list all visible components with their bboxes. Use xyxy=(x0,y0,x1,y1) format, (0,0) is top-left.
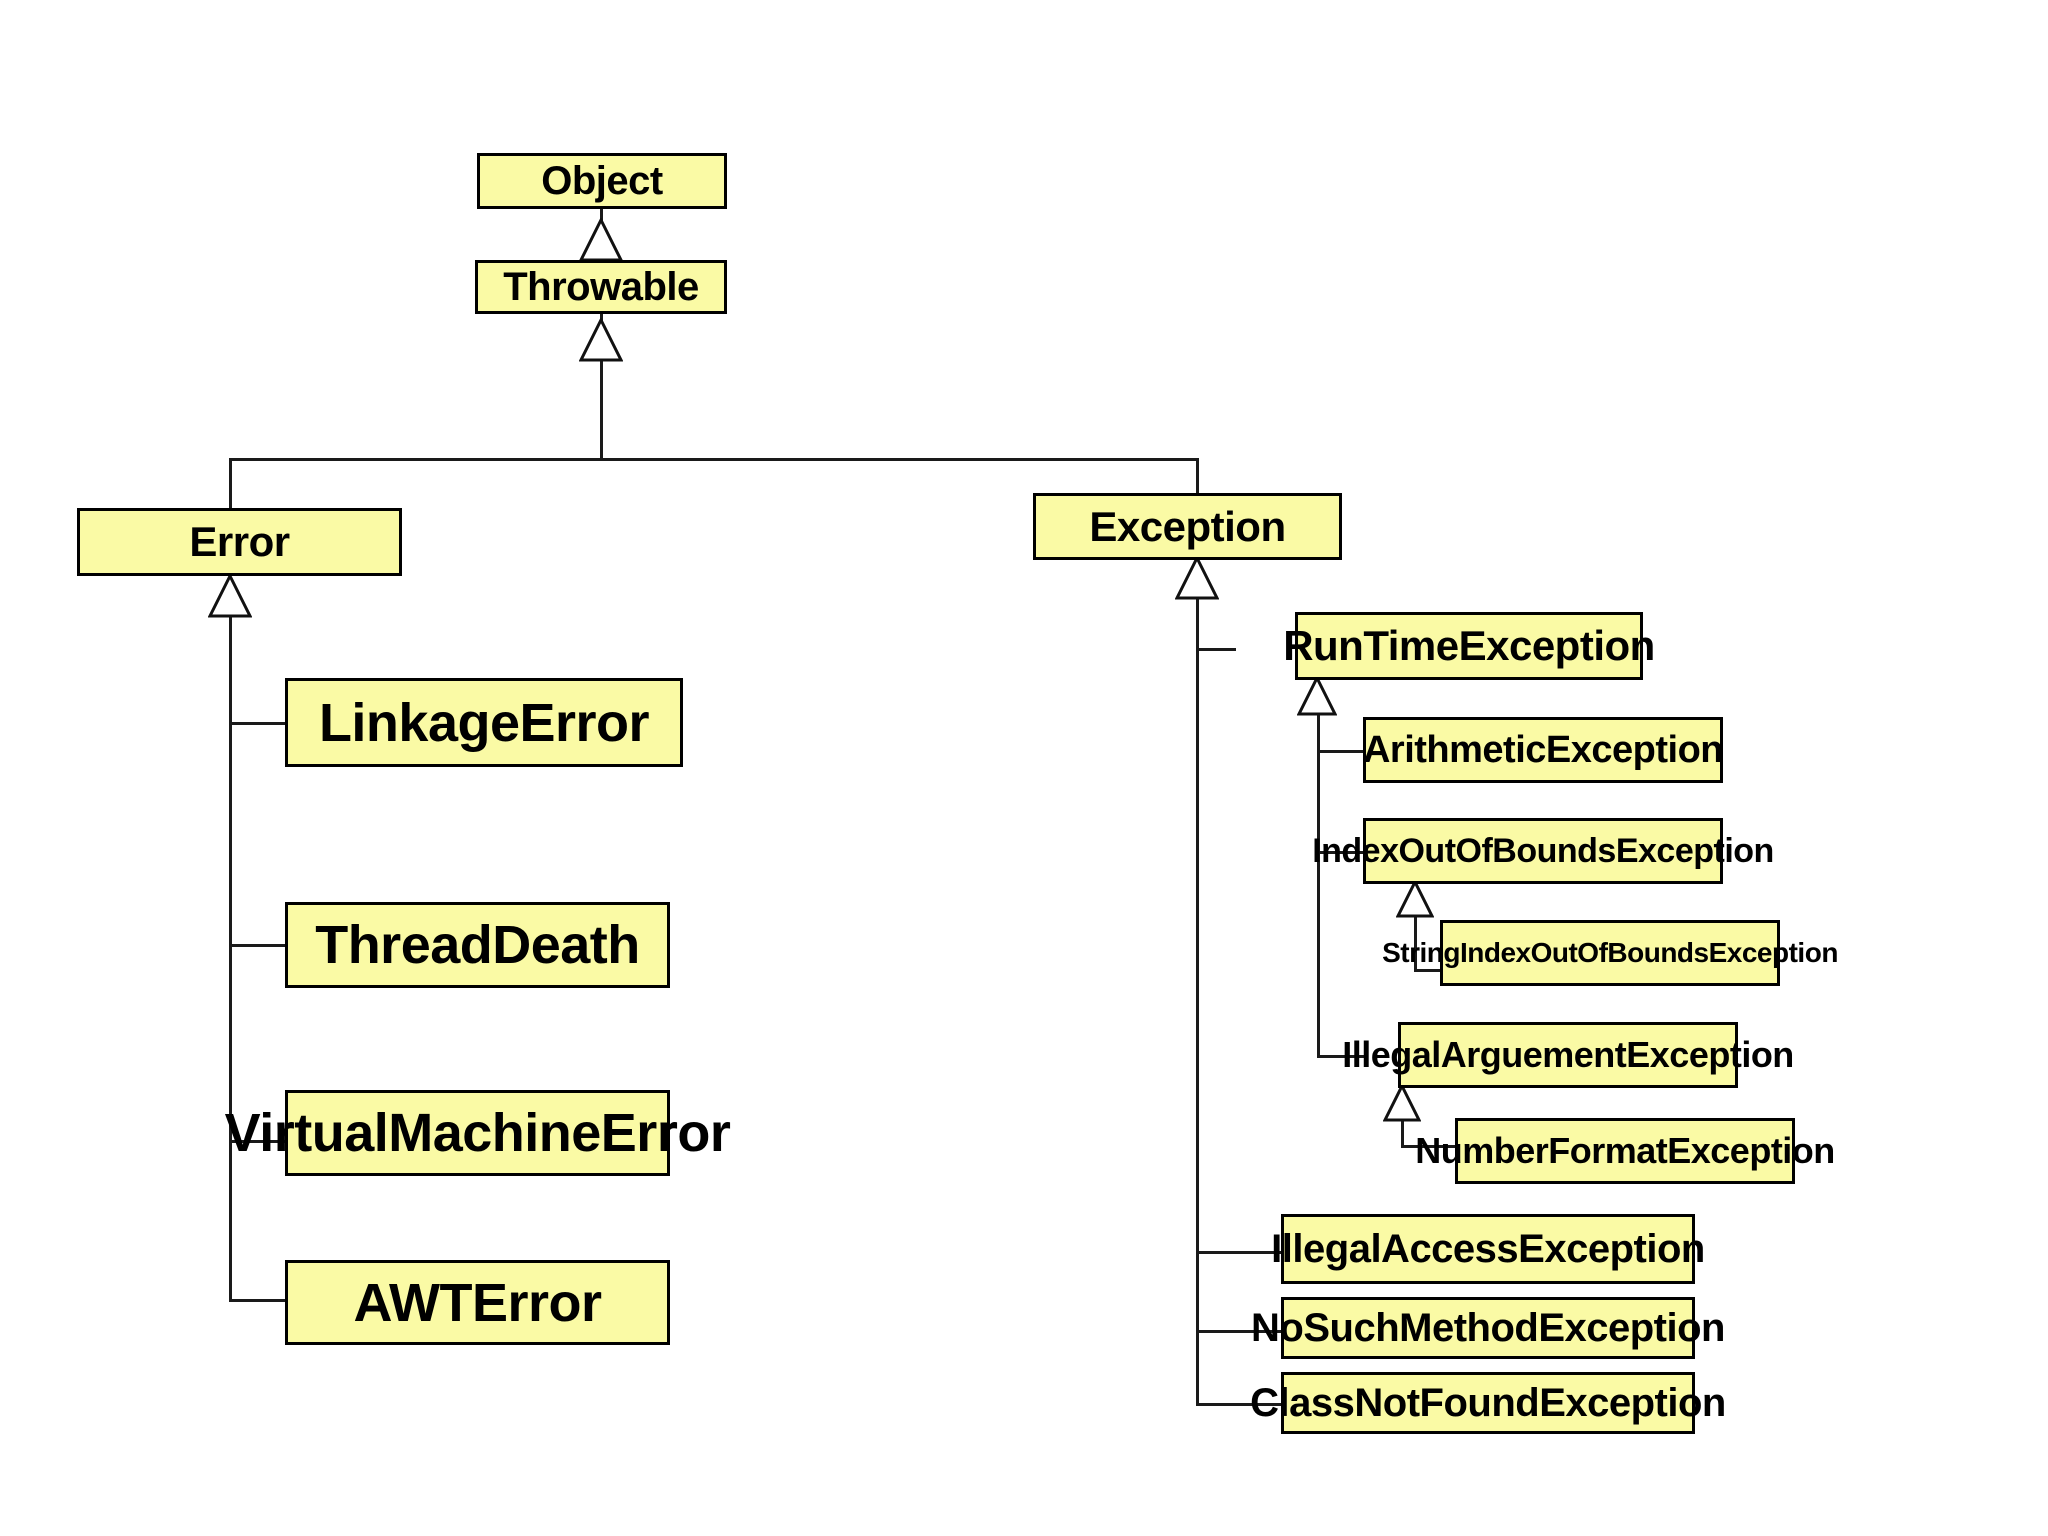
generalization-arrow-throwable xyxy=(579,218,623,262)
class-box-virtual-machine-error[interactable]: VirtualMachineError xyxy=(225,1090,731,1176)
edge-exception-runtimeexception xyxy=(1196,648,1236,651)
edge-bus-to-exception xyxy=(1196,458,1199,494)
class-box-illegal-arguement-exception[interactable]: IllegalArguementException xyxy=(1342,1022,1794,1088)
class-box-object[interactable]: Object xyxy=(477,153,727,209)
class-label-error: Error xyxy=(189,518,290,565)
class-box-number-format-exception[interactable]: NumberFormatException xyxy=(1415,1118,1835,1184)
class-label-runtime-exception: RunTimeException xyxy=(1283,622,1655,669)
edge-exception-illegalaccessexception xyxy=(1196,1251,1281,1254)
class-label-throwable: Throwable xyxy=(503,265,699,309)
class-label-arithmetic-exception: ArithmeticException xyxy=(1362,729,1724,771)
error-spine xyxy=(229,612,232,1302)
edge-illegalarg-numberformat-v xyxy=(1401,1118,1404,1148)
edge-error-threaddeath xyxy=(229,944,287,947)
class-label-exception: Exception xyxy=(1089,502,1286,550)
edge-runtimeexception-arithmeticexception xyxy=(1317,750,1365,753)
class-box-awt-error[interactable]: AWTError xyxy=(285,1260,670,1345)
edge-illegalarg-numberformat-h xyxy=(1401,1145,1461,1148)
class-label-linkage-error: LinkageError xyxy=(318,692,650,753)
edge-bus-to-error xyxy=(229,458,232,510)
edge-exception-classnotfoundexception xyxy=(1196,1403,1281,1406)
class-label-no-such-method-exception: NoSuchMethodException xyxy=(1251,1306,1725,1350)
generalization-arrow-error-children xyxy=(208,574,252,618)
runtimeexception-spine xyxy=(1317,710,1320,1056)
class-label-illegal-access-exception: IllegalAccessException xyxy=(1271,1227,1705,1271)
generalization-arrow-runtimeexception-children xyxy=(1297,676,1337,716)
class-box-thread-death[interactable]: ThreadDeath xyxy=(285,902,670,988)
edge-throwable-stem xyxy=(600,312,603,460)
class-label-object: Object xyxy=(541,159,663,203)
class-box-linkage-error[interactable]: LinkageError xyxy=(285,678,683,767)
edge-error-linkageerror xyxy=(229,722,287,725)
class-box-no-such-method-exception[interactable]: NoSuchMethodException xyxy=(1251,1297,1725,1359)
edge-exception-nosuchmethodexception xyxy=(1196,1330,1281,1333)
class-label-class-not-found-exception: ClassNotFoundException xyxy=(1250,1381,1726,1425)
class-label-thread-death: ThreadDeath xyxy=(315,915,640,975)
generalization-arrow-numberformatexception xyxy=(1383,1084,1421,1122)
edge-runtimeexception-illegalarguementexception xyxy=(1317,1055,1365,1058)
class-box-arithmetic-exception[interactable]: ArithmeticException xyxy=(1362,717,1724,783)
class-label-number-format-exception: NumberFormatException xyxy=(1415,1130,1835,1171)
class-box-string-index-out-of-bounds-exception[interactable]: StringIndexOutOfBoundsException xyxy=(1382,920,1838,986)
class-box-index-out-of-bounds-exception[interactable]: IndexOutOfBoundsException xyxy=(1312,818,1774,884)
class-box-error[interactable]: Error xyxy=(77,508,402,576)
class-box-class-not-found-exception[interactable]: ClassNotFoundException xyxy=(1250,1372,1726,1434)
generalization-arrow-exception-children xyxy=(1175,556,1219,600)
class-label-string-index-out-of-bounds-exception: StringIndexOutOfBoundsException xyxy=(1382,937,1838,968)
class-label-illegal-arguement-exception: IllegalArguementException xyxy=(1342,1034,1794,1075)
class-label-awt-error: AWTError xyxy=(353,1272,602,1333)
edge-runtimeexception-indexoutofboundsexception xyxy=(1317,851,1365,854)
edge-error-virtualmachineerror xyxy=(229,1140,287,1143)
class-box-throwable[interactable]: Throwable xyxy=(475,260,727,314)
class-box-illegal-access-exception[interactable]: IllegalAccessException xyxy=(1271,1214,1705,1284)
generalization-arrow-throwable-children xyxy=(579,318,623,362)
edge-throwable-bus xyxy=(229,458,1199,461)
edge-error-awterror xyxy=(229,1299,287,1302)
class-label-virtual-machine-error: VirtualMachineError xyxy=(224,1103,731,1163)
edge-indexoob-stringindexoob-v xyxy=(1414,914,1417,972)
class-label-index-out-of-bounds-exception: IndexOutOfBoundsException xyxy=(1312,832,1774,870)
class-box-exception[interactable]: Exception xyxy=(1033,493,1342,560)
exception-spine xyxy=(1196,594,1199,1406)
edge-indexoob-stringindexoob-h xyxy=(1414,969,1450,972)
class-box-runtime-exception[interactable]: RunTimeException xyxy=(1283,612,1655,680)
generalization-arrow-stringindexoutofboundsexception xyxy=(1396,880,1434,918)
